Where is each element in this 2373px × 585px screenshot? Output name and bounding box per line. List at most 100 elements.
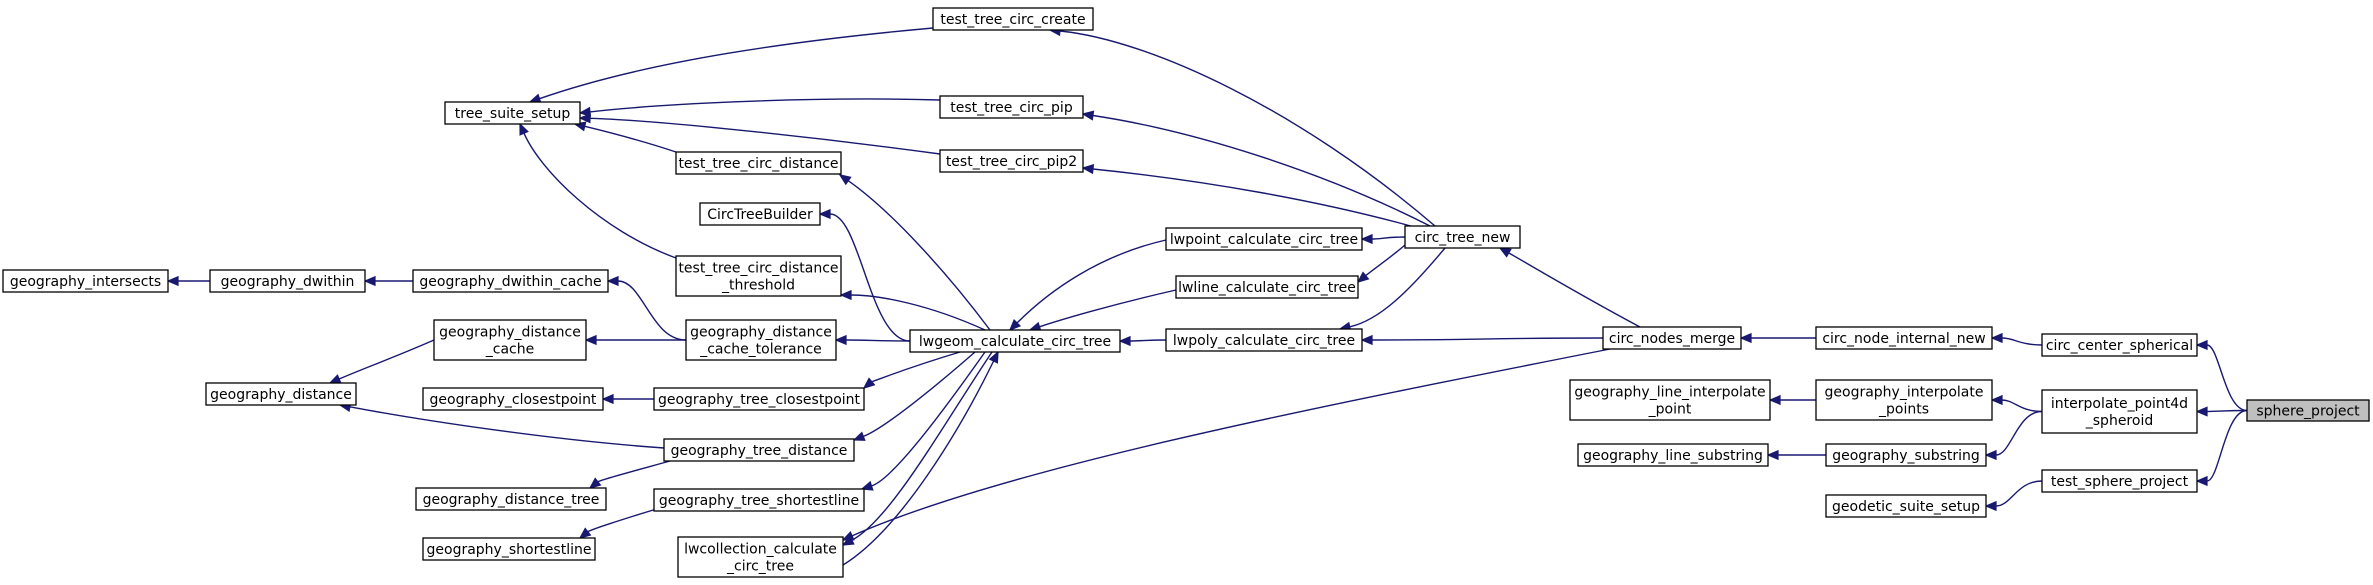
node-label: circ_tree_new [1415,230,1511,246]
node-geography-dwithin-cache[interactable]: geography_dwithin_cache [412,269,609,293]
edge-line [2206,409,2248,482]
arrowhead-icon [584,334,597,346]
node-box[interactable] [1165,328,1363,352]
node-box[interactable] [1815,326,1993,350]
node-box[interactable] [1602,326,1742,350]
node-geography-distance-cache[interactable]: geography_distance_cache [433,319,587,361]
edge-line [597,460,671,483]
node-box[interactable] [433,319,587,361]
node-geography-line-substring[interactable]: geography_line_substring [1577,443,1769,467]
node-box[interactable] [685,319,837,361]
node-circ-tree-new[interactable]: circ_tree_new [1404,225,1521,249]
node-test-tree-circ-distance-threshold[interactable]: test_tree_circ_distance_threshold [675,255,842,297]
node-label: geography_distance [210,387,352,403]
edge-test_tree_circ_distance-to-tree_suite_setup [573,121,677,153]
node-circ-nodes-merge[interactable]: circ_nodes_merge [1602,326,1742,350]
edge-geography_distance_cache_tolerance-to-geography_distance_cache [584,334,686,346]
node-box[interactable] [422,387,604,411]
edge-sphere_project-to-test_sphere_project [2195,409,2248,487]
edge-circ_nodes_merge-to-lwcollection_calculate_circ_tree [841,348,1611,541]
node-label: _threshold [721,278,795,294]
edge-line [589,117,941,155]
node-box[interactable] [939,149,1084,173]
node-tree-suite-setup[interactable]: tree_suite_setup [444,101,581,125]
node-test-tree-circ-pip2[interactable]: test_tree_circ_pip2 [939,149,1084,173]
node-label: lwpoint_calculate_circ_tree [1170,232,1358,248]
node-lwcollection-calculate-circ-tree[interactable]: lwcollection_calculate_circ_tree [677,536,844,578]
node-box[interactable] [1569,379,1771,421]
arrowhead-icon [1766,449,1779,461]
edge-test_tree_circ_distance_threshold-to-tree_suite_setup [519,122,677,259]
node-box[interactable] [205,382,357,406]
node-box[interactable] [1577,443,1769,467]
node-test-tree-circ-pip[interactable]: test_tree_circ_pip [939,95,1084,119]
node-box[interactable] [1175,275,1359,299]
node-box[interactable] [444,101,581,125]
node-box[interactable] [663,438,855,462]
node-geography-line-interpolate-point[interactable]: geography_line_interpolate_point [1569,379,1771,421]
node-box[interactable] [2041,469,2198,493]
node-box[interactable] [2,269,169,293]
node-lwpoint-calculate-circ-tree[interactable]: lwpoint_calculate_circ_tree [1165,227,1363,251]
edge-line [842,360,995,566]
node-geography-interpolate-points[interactable]: geography_interpolate_points [1815,379,1993,421]
node-box[interactable] [415,487,607,511]
node-lwline-calculate-circ-tree[interactable]: lwline_calculate_circ_tree [1175,275,1359,299]
edge-lwgeom_calculate_circ_tree-to-geography_distance_cache_tolerance [834,334,911,346]
node-box[interactable] [1825,443,1987,467]
edge-lwpoint_calculate_circ_tree-to-lwgeom_calculate_circ_tree [1008,239,1167,332]
node-circ-node-internal-new[interactable]: circ_node_internal_new [1815,326,1993,350]
arrowhead-icon [852,431,866,441]
node-box[interactable] [653,387,865,411]
node-geography-tree-distance[interactable]: geography_tree_distance [663,438,855,462]
node-box[interactable] [675,255,842,297]
node-box[interactable] [1825,494,1987,518]
node-box[interactable] [675,151,842,175]
node-geography-shortestline[interactable]: geography_shortestline [422,537,596,561]
edge-line [829,213,911,342]
node-box[interactable] [909,329,1121,353]
node-box[interactable] [2041,333,2198,357]
edge-lwgeom_calculate_circ_tree-to-geography_tree_distance [852,351,976,441]
node-lwpoly-calculate-circ-tree[interactable]: lwpoly_calculate_circ_tree [1165,328,1363,352]
node-box[interactable] [2041,389,2198,434]
node-interpolate-point4d-spheroid[interactable]: interpolate_point4d_spheroid [2041,389,2198,434]
edge-lwgeom_calculate_circ_tree-to-geography_tree_shortestline [860,351,986,491]
node-box[interactable] [412,269,609,293]
node-box[interactable] [677,536,844,578]
node-circ-center-spherical[interactable]: circ_center_spherical [2041,333,2198,357]
node-geography-closestpoint[interactable]: geography_closestpoint [422,387,604,411]
edge-line [1371,337,1604,341]
node-geodetic-suite-setup[interactable]: geodetic_suite_setup [1825,494,1987,518]
edge-line [539,27,934,100]
node-box[interactable] [653,488,865,512]
node-circtreebuilder[interactable]: CircTreeBuilder [699,202,821,226]
node-geography-distance-tree[interactable]: geography_distance_tree [415,487,607,511]
node-label: geography_intersects [10,274,161,290]
node-label: geography_substring [1832,448,1980,464]
node-geography-tree-shortestline[interactable]: geography_tree_shortestline [653,488,865,512]
node-test-tree-circ-distance[interactable]: test_tree_circ_distance [675,151,842,175]
node-box[interactable] [1404,225,1521,249]
node-test-sphere-project[interactable]: test_sphere_project [2041,469,2198,493]
node-geography-intersects[interactable]: geography_intersects [2,269,169,293]
node-box[interactable] [1815,379,1993,421]
node-box[interactable] [1165,227,1363,251]
arrowhead-icon [839,289,852,301]
node-test-tree-circ-create[interactable]: test_tree_circ_create [932,7,1094,31]
node-box[interactable] [2246,399,2370,422]
arrowhead-icon [578,527,592,539]
node-box[interactable] [209,269,366,293]
node-box[interactable] [932,7,1094,31]
node-geography-distance-cache-tolerance[interactable]: geography_distance_cache_tolerance [685,319,837,361]
node-box[interactable] [939,95,1084,119]
node-geography-tree-closestpoint[interactable]: geography_tree_closestpoint [653,387,865,411]
node-box[interactable] [699,202,821,226]
node-geography-dwithin[interactable]: geography_dwithin [209,269,366,293]
node-box[interactable] [422,537,596,561]
node-lwgeom-calculate-circ-tree[interactable]: lwgeom_calculate_circ_tree [909,329,1121,353]
node-geography-substring[interactable]: geography_substring [1825,443,1987,467]
edge-circ_node_internal_new-to-circ_nodes_merge [1739,332,1817,344]
node-geography-distance[interactable]: geography_distance [205,382,357,406]
node-sphere-project[interactable]: sphere_project [2246,399,2370,422]
